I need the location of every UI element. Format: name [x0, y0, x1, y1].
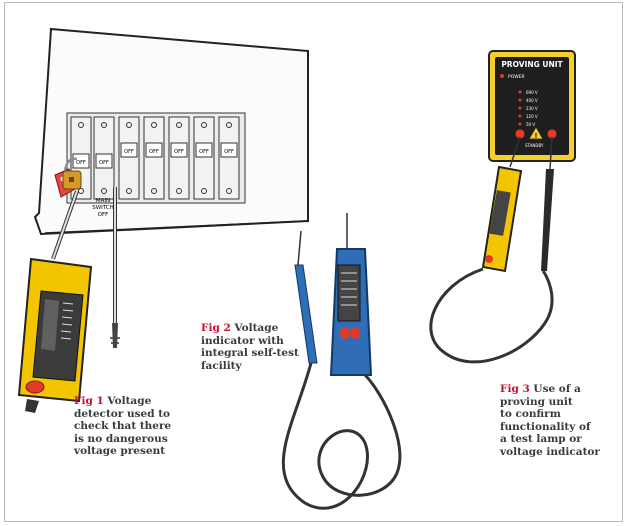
fig3-line-6: voltage indicator	[500, 445, 600, 458]
breaker-5-label: OFF	[174, 149, 184, 155]
proving-unit: PROVING UNIT POWER 690 V 400 V 230 V 120…	[429, 50, 576, 364]
fig3-number: Fig 3	[500, 383, 530, 395]
fig2-line-1: Voltage	[234, 322, 279, 334]
fig1-line-5: voltage present	[74, 445, 166, 457]
level-label-1: 690 V	[526, 90, 538, 95]
illustration: OFF OFF OFF OFF OFF	[17, 27, 576, 510]
proving-unit-title: PROVING UNIT	[501, 60, 563, 69]
breaker-2: OFF	[93, 116, 115, 200]
breaker-3-label: OFF	[124, 149, 134, 155]
fig3-caption: Fig 3 Use of a proving unit to confirm f…	[500, 383, 600, 458]
breaker-7-label: OFF	[224, 149, 234, 155]
fig2-line-4: facility	[201, 359, 242, 372]
svg-text:!: !	[534, 132, 537, 140]
consumer-unit: OFF OFF OFF OFF OFF	[33, 27, 309, 236]
main-switch-line-1: MAIN	[96, 198, 110, 204]
fig2-line-2: indicator with	[201, 334, 284, 347]
breaker-1-label: OFF	[76, 160, 86, 166]
fig1-line-1: Voltage	[107, 395, 152, 407]
fig1-line-2: detector used to	[74, 407, 171, 420]
fig1-caption: Fig 1 Voltage detector used to check tha…	[74, 395, 171, 458]
fig1-number: Fig 1	[74, 395, 104, 407]
fig3-line-4: functionality of	[500, 420, 591, 433]
breaker-7: OFF	[218, 116, 240, 200]
fig2-number: Fig 2	[201, 322, 231, 334]
voltage-detector	[17, 187, 120, 413]
power-label: POWER	[508, 74, 525, 80]
fig3-line-3: to confirm	[500, 408, 561, 420]
fig2-line-3: integral self-test	[201, 347, 299, 359]
standby-label: STANDBY	[525, 143, 544, 148]
fig1-line-3: check that there	[74, 420, 172, 432]
fig2-caption: Fig 2 Voltage indicator with integral se…	[201, 322, 299, 372]
padlock-icon	[62, 157, 82, 190]
fig3-line-5: a test lamp or	[500, 433, 582, 445]
warning-triangle-icon: !	[528, 126, 544, 140]
level-label-4: 120 V	[526, 114, 538, 119]
breaker-6: OFF	[193, 116, 215, 200]
main-switch-label: MAIN SWITCH OFF	[92, 198, 114, 218]
level-label-5: 50 V	[526, 122, 535, 127]
breaker-4: OFF	[143, 116, 165, 200]
breaker-4-label: OFF	[149, 149, 159, 155]
fig3-line-1: Use of a	[533, 383, 581, 395]
breaker-6-label: OFF	[199, 149, 209, 155]
level-label-2: 400 V	[526, 98, 538, 103]
level-label-3: 230 V	[526, 106, 538, 111]
main-switch-line-3: OFF	[98, 212, 109, 218]
main-switch-line-2: SWITCH	[92, 205, 114, 211]
fig3-line-2: proving unit	[500, 395, 573, 408]
fig1-line-4: is no dangerous	[74, 432, 168, 445]
breaker-3: OFF	[118, 116, 140, 200]
breaker-2-label: OFF	[99, 160, 109, 166]
voltage-indicator	[281, 213, 402, 510]
breaker-5: OFF	[168, 116, 190, 200]
diagram-frame: OFF OFF OFF OFF OFF	[4, 2, 623, 522]
